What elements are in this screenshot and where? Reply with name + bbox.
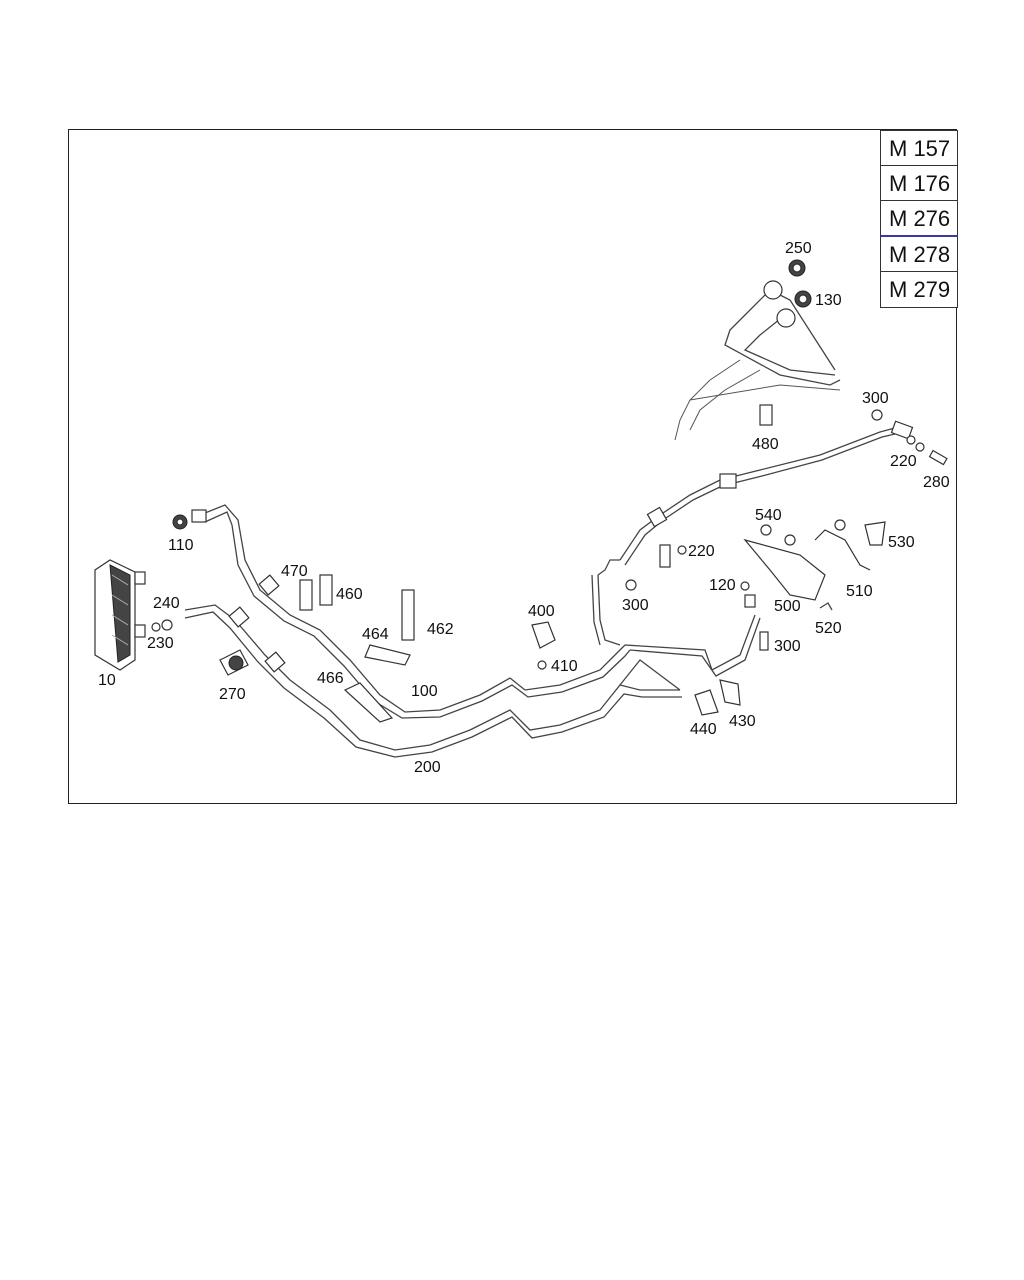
label-462: 462 [427, 621, 454, 638]
right-upper-pipe [619, 409, 948, 566]
label-500: 500 [774, 598, 801, 615]
model-m176: M 176 [880, 165, 958, 202]
label-230: 230 [147, 635, 174, 652]
label-400: 400 [528, 603, 555, 620]
label-120: 120 [709, 577, 736, 594]
label-240: 240 [153, 595, 180, 612]
model-m279: M 279 [880, 272, 958, 308]
label-520: 520 [815, 620, 842, 637]
diagram-frame [68, 129, 957, 804]
label-440: 440 [690, 721, 717, 738]
pipe-200 [184, 604, 682, 758]
label-220-right: 220 [890, 453, 917, 470]
label-466: 466 [317, 670, 344, 687]
label-510: 510 [846, 583, 873, 600]
label-430: 430 [729, 713, 756, 730]
label-250: 250 [785, 240, 812, 257]
label-530: 530 [888, 534, 915, 551]
model-m276: M 276 [880, 201, 958, 237]
label-460: 460 [336, 586, 363, 603]
label-10: 10 [98, 672, 116, 689]
fittings [151, 509, 886, 723]
label-130: 130 [815, 292, 842, 309]
label-270: 270 [219, 686, 246, 703]
label-470: 470 [281, 563, 308, 580]
label-280: 280 [923, 474, 950, 491]
pipe-100 [199, 504, 761, 719]
label-220-mid: 220 [688, 543, 715, 560]
label-300-mid: 300 [622, 597, 649, 614]
label-480: 480 [752, 436, 779, 453]
model-m157: M 157 [880, 130, 958, 166]
label-464: 464 [362, 626, 389, 643]
upper-pipe-assembly [674, 259, 841, 441]
model-m278: M 278 [880, 236, 958, 273]
model-list: M 157 M 176 M 276 M 278 M 279 [880, 130, 958, 308]
label-200: 200 [414, 759, 441, 776]
oil-cooler [94, 559, 146, 671]
part-labels: 250 130 300 480 220 280 110 540 530 220 … [98, 240, 950, 776]
label-300-top: 300 [862, 390, 889, 407]
label-410: 410 [551, 658, 578, 675]
label-300-lower: 300 [774, 638, 801, 655]
label-110: 110 [168, 537, 194, 554]
label-100: 100 [411, 683, 438, 700]
label-540: 540 [755, 507, 782, 524]
